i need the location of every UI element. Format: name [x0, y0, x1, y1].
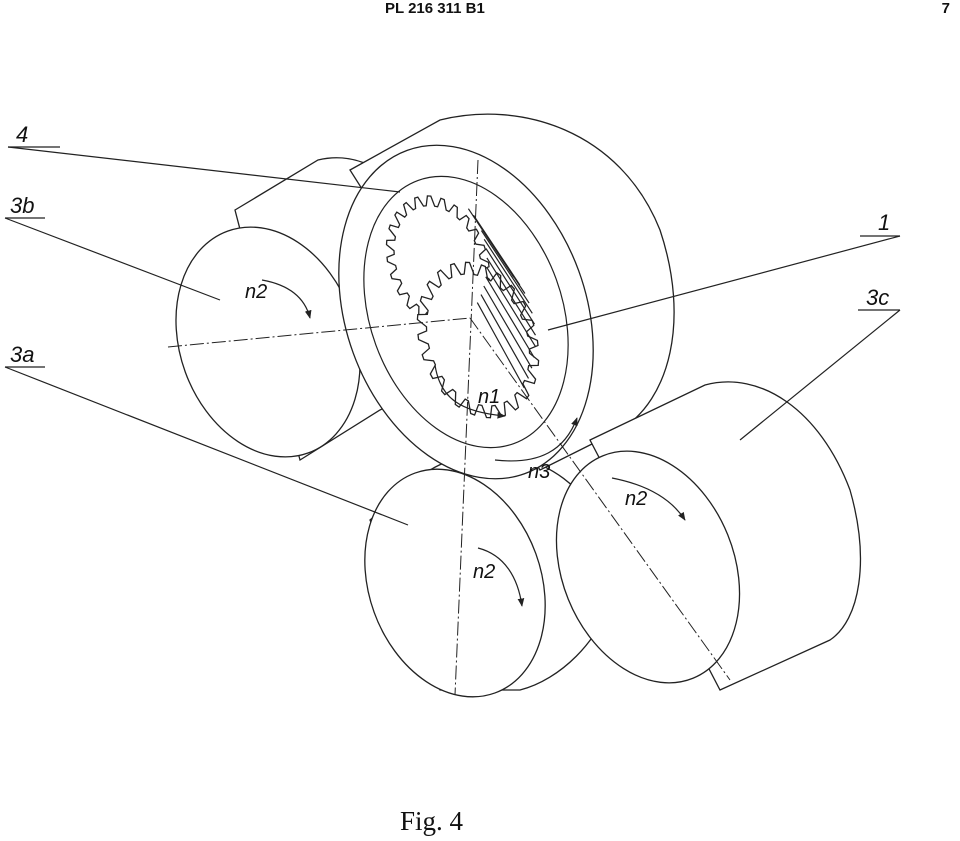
leader-line-3c: [739, 309, 901, 441]
figure-caption: Fig. 4: [400, 806, 464, 836]
gear-1: [385, 195, 540, 419]
gear-tooth-edge: [476, 302, 525, 389]
speed-label-3a: n2: [473, 561, 495, 583]
leader-line-3b: [4, 217, 221, 301]
rotation-arrow-3c: [611, 477, 686, 521]
gear-tooth-edge: [480, 294, 530, 379]
axis-line-diagonal: [469, 317, 731, 681]
label-3a: 3a: [10, 342, 34, 367]
roll-3c: [555, 381, 862, 691]
gear-tooth-edge: [477, 222, 526, 294]
speed-label-3b: n2: [245, 281, 267, 303]
label-3c: 3c: [866, 285, 889, 310]
speed-label-ring: n3: [528, 461, 550, 483]
label-1: 1: [878, 210, 890, 235]
gear-tooth-edge: [486, 267, 536, 347]
label-4: 4: [16, 122, 28, 147]
gear-tooth-edge: [485, 276, 535, 358]
label-3b: 3b: [10, 193, 34, 218]
speed-label-3c: n2: [625, 488, 647, 510]
gear-tooth-edge: [485, 248, 536, 325]
gear-tooth-edge: [483, 238, 533, 314]
rotation-arrow-3a: [477, 547, 525, 607]
speed-label-gear: n1: [478, 386, 500, 408]
rotation-arrow-gear: [434, 364, 506, 419]
leader-line-3a: [4, 366, 409, 526]
gear-tooth-edge: [486, 257, 537, 336]
gear-tooth-edge: [480, 230, 530, 304]
axis-line-vertical: [454, 159, 479, 696]
roll-3a: [364, 453, 611, 698]
patent-number: PL 216 311 B1: [385, 0, 485, 17]
axis-line-horizontal: [167, 317, 471, 348]
rotation-arrow-3b: [261, 279, 312, 319]
rotation-arrow-ring: [494, 417, 578, 462]
leader-line-4: [7, 146, 401, 193]
gear-tooth-edge: [483, 285, 533, 369]
leader-line-1: [547, 235, 901, 331]
page-number: 7: [941, 0, 950, 17]
